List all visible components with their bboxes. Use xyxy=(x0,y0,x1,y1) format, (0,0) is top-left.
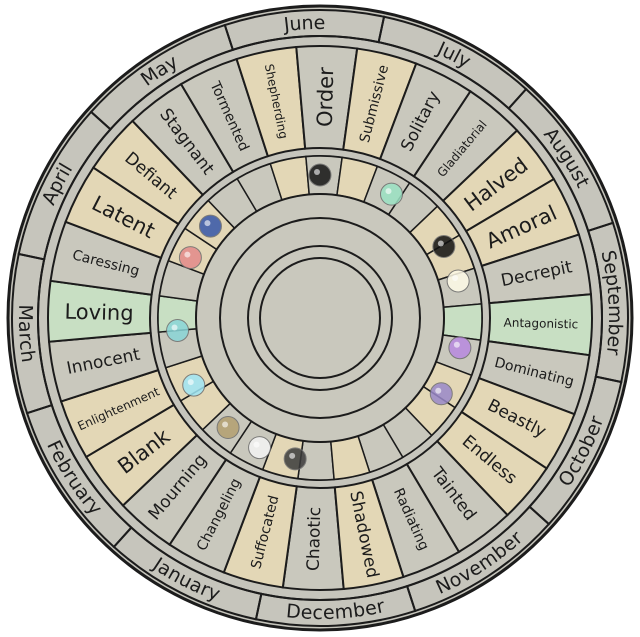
trait-segment-suffocated: Suffocated xyxy=(222,475,298,589)
marker-highlight xyxy=(453,341,460,348)
marker-highlight xyxy=(452,274,459,281)
dark-orb-icon xyxy=(283,447,307,471)
sparkle-icon xyxy=(166,318,190,342)
marker-highlight xyxy=(437,240,444,247)
green-sparkle-icon xyxy=(380,182,403,206)
trait-segments: ChaoticSuffocatedChangelingMourningBlank… xyxy=(47,45,593,591)
trait-segment-order: Order xyxy=(295,45,359,151)
marker-glyph xyxy=(308,163,332,187)
marker-glyph xyxy=(248,436,272,460)
trait-segment-beastly: Beastly xyxy=(460,376,576,470)
blue-planet-icon xyxy=(198,214,222,238)
marker-glyph xyxy=(166,318,190,342)
trait-label: Chaotic xyxy=(304,507,326,572)
purple-creature-icon xyxy=(429,382,453,406)
month-cell-december: December xyxy=(254,584,417,627)
trait-segment-dominating: Dominating xyxy=(477,340,591,416)
marker-glyph xyxy=(178,246,202,270)
marker-highlight xyxy=(314,169,320,175)
center-hub xyxy=(195,193,445,443)
marker-highlight xyxy=(204,220,211,227)
trait-segment-shepherding: Shepherding xyxy=(235,45,307,158)
trait-segment-shadowed: Shadowed xyxy=(333,478,405,591)
marker-glyph xyxy=(446,269,470,293)
ring-orb-icon xyxy=(216,416,240,440)
hub-ring-3 xyxy=(259,257,381,379)
marker-glyph xyxy=(448,336,472,360)
trait-segment-radiating: Radiating xyxy=(370,462,461,579)
marker-highlight xyxy=(187,379,194,386)
glow-orb-icon xyxy=(446,269,470,293)
marker-glyph xyxy=(429,382,453,406)
trait-label: Order xyxy=(313,67,338,128)
marker-glyph xyxy=(380,182,403,206)
purple-glow-icon xyxy=(448,336,472,360)
trait-segment-changeling: Changeling xyxy=(168,458,262,574)
marker-highlight xyxy=(435,387,442,394)
trait-segment-decrepit: Decrepit xyxy=(480,233,593,305)
marker-highlight xyxy=(253,441,260,448)
marker-glyph xyxy=(182,373,206,397)
marker-glyph xyxy=(283,447,307,471)
month-cell-march: March xyxy=(11,252,54,415)
marker-highlight xyxy=(385,188,392,195)
trait-label: Loving xyxy=(64,300,134,326)
marker-highlight xyxy=(222,421,229,428)
pink-flower-icon xyxy=(178,246,202,270)
trait-segment-innocent: Innocent xyxy=(47,331,160,403)
marker-highlight xyxy=(289,452,296,459)
month-label: June xyxy=(282,12,326,36)
cyan-orb-icon xyxy=(182,373,206,397)
month-label: March xyxy=(14,304,39,363)
trait-label: Antagonistic xyxy=(503,316,578,332)
month-cell-september: September xyxy=(586,221,629,384)
marker-highlight xyxy=(171,324,178,331)
trait-segment-caressing: Caressing xyxy=(49,220,163,296)
trait-segment-fill xyxy=(333,478,405,591)
month-cell-border xyxy=(254,584,417,627)
marker-cell xyxy=(441,303,483,341)
white-orb-icon xyxy=(248,436,272,460)
trait-segment-loving: Loving xyxy=(47,279,153,343)
trait-segment-submissive: Submissive xyxy=(342,47,418,161)
marker-glyph xyxy=(216,416,240,440)
black-orb-icon xyxy=(432,235,456,258)
marker-glyph xyxy=(432,235,456,258)
marker-glyph xyxy=(198,214,222,238)
trait-segment-chaotic: Chaotic xyxy=(281,485,345,591)
marker-highlight xyxy=(184,251,191,258)
black-splatter-icon xyxy=(308,163,332,187)
